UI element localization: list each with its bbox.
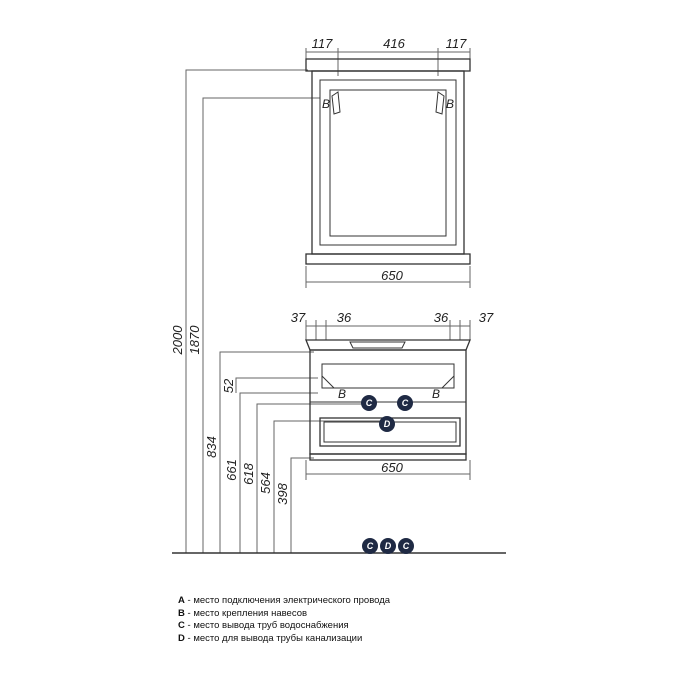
height-line-2000: [185, 69, 308, 553]
legend-key: C: [178, 620, 185, 631]
height-label-618: 618: [241, 462, 256, 484]
vanity-dim-37-left: 37: [291, 310, 306, 325]
height-label-398: 398: [275, 482, 290, 504]
floor-marker-c-right: [398, 538, 414, 554]
height-label-564: 564: [258, 472, 273, 494]
legend-key: A: [178, 595, 185, 606]
mirror-mount-right-label: B: [446, 97, 454, 111]
height-line-834: [219, 351, 314, 553]
floor-markers: C D C: [362, 538, 414, 554]
legend: A - место подключения электрического про…: [178, 595, 390, 645]
drain-marker: [379, 416, 395, 432]
vanity-width-label: 650: [381, 460, 403, 475]
height-line-661: [239, 392, 318, 553]
floor-marker-c-left-label: C: [367, 541, 374, 551]
pipe-marker-left: [361, 395, 377, 411]
height-label-2000: 2000: [170, 325, 185, 356]
height-line-52: [235, 377, 318, 393]
mirror-crown: [305, 58, 471, 72]
mirror-width-label: 650: [381, 268, 403, 283]
vanity-sink-bowl: [349, 341, 406, 349]
vanity-pipe-markers: C C D: [361, 395, 413, 432]
mirror-cabinet: [305, 48, 471, 288]
pipe-marker-right-label: C: [402, 398, 409, 408]
legend-item-b: B - место крепления навесов: [178, 608, 390, 621]
legend-text: - место вывода труб водоснабжения: [184, 620, 349, 631]
height-line-564: [273, 420, 380, 553]
height-line-618: [256, 403, 362, 553]
vanity-mount-right-label: B: [432, 387, 440, 401]
vanity-dim-36-left: 36: [337, 310, 352, 325]
legend-text: - место подключения электрического прово…: [184, 595, 391, 606]
mirror-hanger-right: [435, 91, 445, 115]
legend-text: - место крепления навесов: [184, 607, 308, 619]
vanity-hanger-right: [441, 375, 455, 389]
vanity-upper-compartment: [321, 363, 455, 389]
height-label-52: 52: [221, 378, 236, 393]
mirror-inner-frame: [319, 79, 457, 246]
legend-item-d: D - место для вывода трубы канализации: [178, 633, 390, 646]
vanity-base: [309, 453, 467, 461]
floor-marker-c-left: [362, 538, 378, 554]
height-dimension-lines: [185, 69, 380, 553]
floor-marker-d-label: D: [385, 541, 392, 551]
mirror-hanger-left: [331, 91, 341, 115]
mirror-base: [305, 253, 471, 265]
height-label-1870: 1870: [187, 325, 202, 355]
legend-key: B: [178, 607, 185, 619]
mirror-dim-416: 416: [383, 36, 405, 51]
floor-marker-c-right-label: C: [403, 541, 410, 551]
mirror-glass: [329, 89, 447, 237]
legend-text: - место для вывода трубы канализации: [184, 632, 363, 644]
mirror-body: [311, 70, 465, 255]
drain-marker-label: D: [384, 419, 391, 429]
height-line-398: [290, 457, 314, 553]
legend-item-c: C - место вывода труб водоснабжения: [178, 620, 390, 633]
legend-item-a: A - место подключения электрического про…: [178, 595, 390, 608]
pipe-marker-left-label: C: [366, 398, 373, 408]
height-label-661: 661: [224, 459, 239, 481]
height-label-834: 834: [204, 436, 219, 458]
height-labels: 2000 1870 834 52 661 618 564 398: [170, 325, 290, 505]
vanity-dim-37-right: 37: [479, 310, 494, 325]
floor-marker-d: [380, 538, 396, 554]
vanity-dim-36-right: 36: [434, 310, 449, 325]
vanity-hanger-left: [321, 375, 335, 389]
vanity-mount-left-label: B: [338, 387, 346, 401]
legend-key: D: [178, 632, 185, 644]
mirror-dim-117-left: 117: [312, 36, 333, 51]
pipe-marker-right: [397, 395, 413, 411]
mirror-mount-left-label: B: [322, 97, 330, 111]
vanity-cabinet: [305, 320, 471, 480]
height-line-1870: [202, 97, 320, 553]
mirror-dim-117-right: 117: [446, 36, 467, 51]
